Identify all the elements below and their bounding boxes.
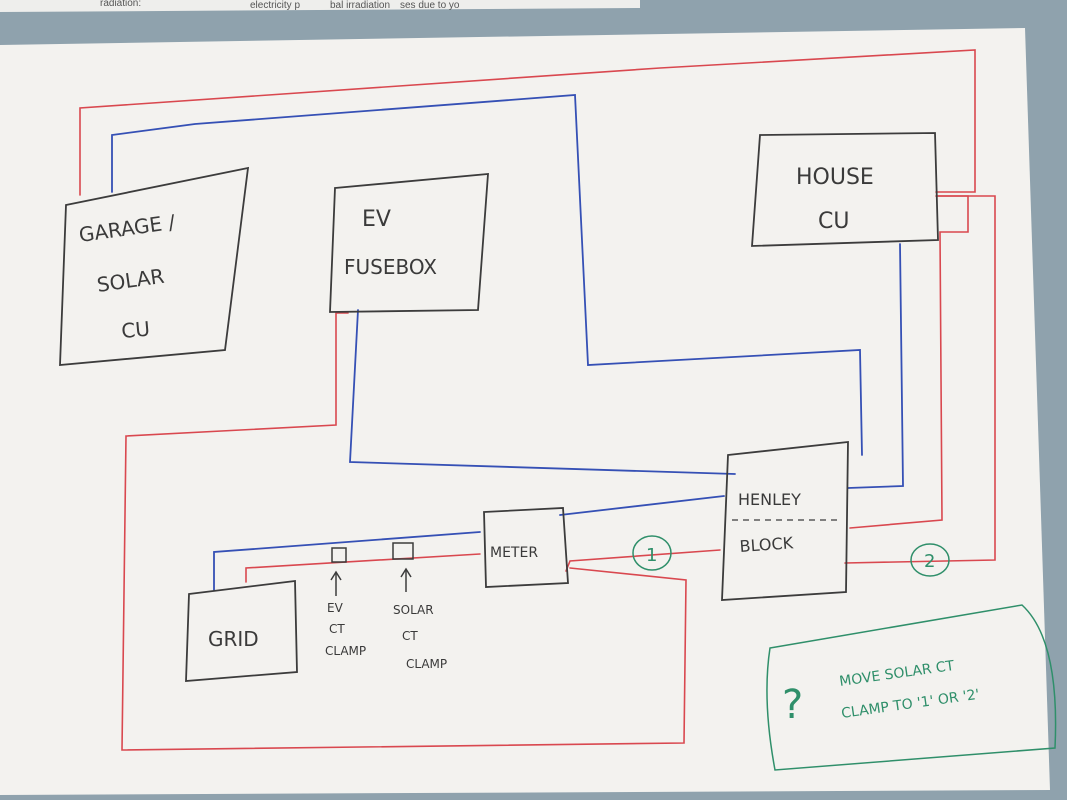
position-markers xyxy=(632,535,950,577)
ev-clamp-label-line3: CLAMP xyxy=(325,644,366,658)
neutral-wire-ev-to-henley xyxy=(349,309,736,475)
garage-solar-cu-box xyxy=(59,166,250,366)
grid-label: GRID xyxy=(208,627,259,651)
ev-clamp-arrow-head xyxy=(330,570,342,581)
house-cu-label-line2: CU xyxy=(818,209,849,234)
live-wire-henley-to-house-2 xyxy=(844,195,996,564)
marker-2-label: 2 xyxy=(924,551,935,572)
boxes xyxy=(59,132,939,682)
neutral-wire-garage-to-henley xyxy=(111,94,863,456)
ev-ct-clamp-marker xyxy=(331,547,347,563)
henley-label-line2: BLOCK xyxy=(739,533,794,556)
neutral-wire-grid-to-meter xyxy=(213,531,481,591)
solar-clamp-arrow-head xyxy=(400,567,412,578)
top-strip-text-2: electricity p xyxy=(250,0,300,11)
meter-box xyxy=(483,507,569,588)
top-strip-text-1: radiation: xyxy=(100,0,141,9)
marker-1-label: 1 xyxy=(646,545,657,566)
solar-clamp-label-line1: SOLAR xyxy=(393,603,434,617)
ct-clamps xyxy=(330,542,414,596)
top-strip-text-3: bal irradiation xyxy=(330,0,390,11)
neutral-wires xyxy=(111,94,904,591)
grid-box xyxy=(185,579,298,682)
ev-fusebox-label-line2: FUSEBOX xyxy=(344,255,437,279)
top-strip-text-4: ses due to yo xyxy=(400,0,460,11)
henley-label-line1: HENLEY xyxy=(738,490,801,509)
ev-clamp-label-line1: EV xyxy=(327,601,344,615)
house-cu-box xyxy=(751,132,939,247)
house-cu-label-line1: HOUSE xyxy=(796,165,874,190)
live-wires xyxy=(79,49,996,751)
henley-block-box xyxy=(721,440,849,601)
solar-clamp-label-line2: CT xyxy=(402,629,418,643)
live-wire-garage-to-house xyxy=(79,49,976,196)
solar-ct-clamp-marker xyxy=(392,542,414,560)
ev-fusebox-box xyxy=(329,173,489,313)
ev-clamp-label-line2: CT xyxy=(329,622,345,636)
paper-sheet xyxy=(0,28,1050,795)
marker-1-circle xyxy=(632,535,672,571)
live-wire-ev-to-meter xyxy=(121,312,687,751)
ev-fusebox-label-line1: EV xyxy=(362,207,391,232)
note-question-mark: ? xyxy=(782,682,803,728)
solar-clamp-label-line3: CLAMP xyxy=(406,657,447,671)
neutral-wire-house-to-henley xyxy=(847,243,904,489)
meter-label: METER xyxy=(490,545,538,561)
top-paper-strip xyxy=(0,0,640,12)
neutral-wire-meter-to-henley xyxy=(559,495,725,516)
marker-2-circle xyxy=(910,543,950,577)
note-outline xyxy=(766,604,1057,771)
garage-label-line3: CU xyxy=(120,317,151,343)
